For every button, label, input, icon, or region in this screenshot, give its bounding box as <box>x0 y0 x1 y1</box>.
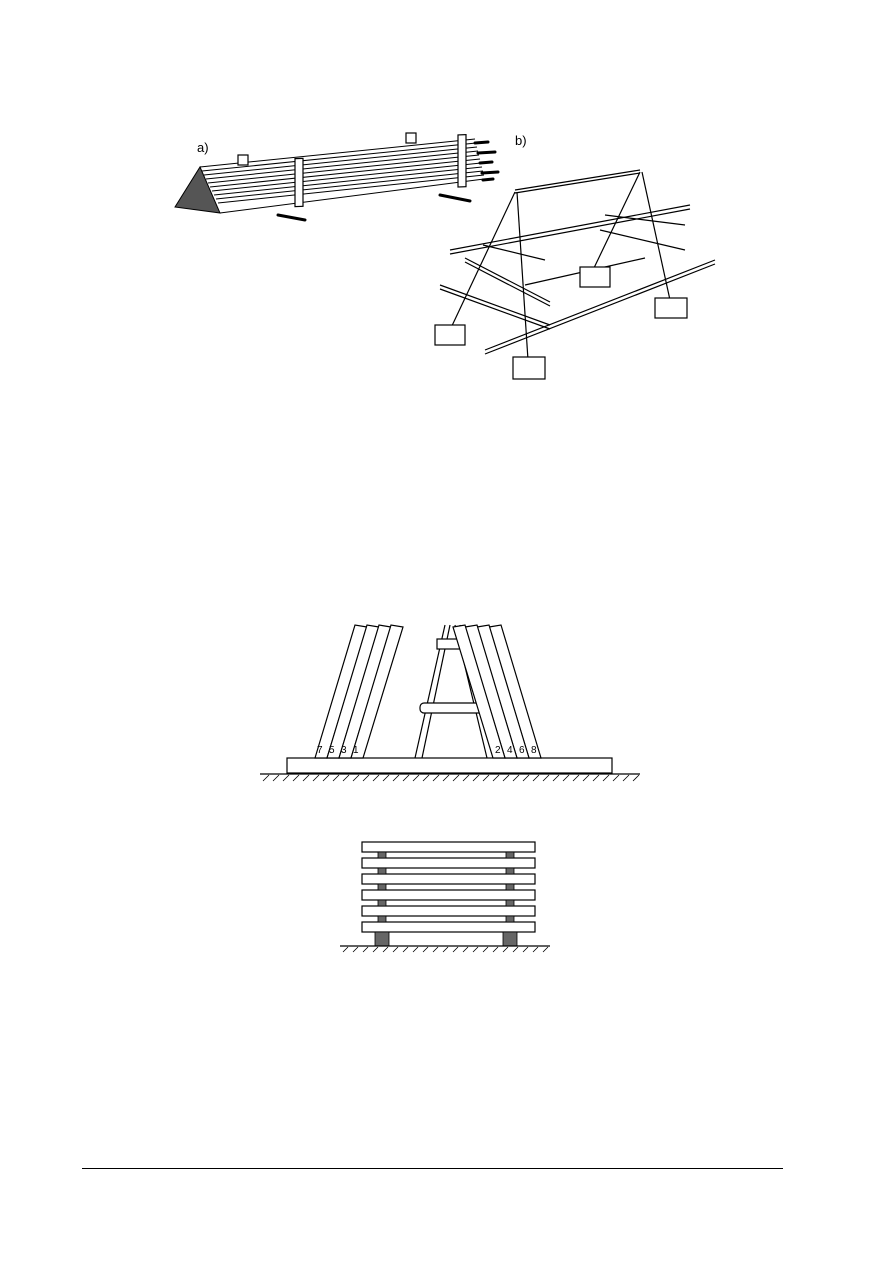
figure-a-frame-planks: 7 5 3 1 2 4 6 8 <box>255 615 645 795</box>
plank-number: 4 <box>507 745 513 756</box>
plank-number: 6 <box>519 745 525 756</box>
plank-number: 3 <box>341 745 347 756</box>
footer-rule <box>82 1168 783 1169</box>
figure-b-a-frame-rack <box>425 150 725 380</box>
plank-number: 8 <box>531 745 537 756</box>
figure-b-label: b) <box>515 133 527 148</box>
figure-stacked-planks <box>335 838 555 958</box>
plank-number: 5 <box>329 745 335 756</box>
plank-number: 7 <box>317 745 323 756</box>
figure-a-label: a) <box>197 140 209 155</box>
figure-a-pipe-bundle <box>170 125 510 225</box>
plank-number: 2 <box>495 745 501 756</box>
plank-number: 1 <box>353 745 359 756</box>
